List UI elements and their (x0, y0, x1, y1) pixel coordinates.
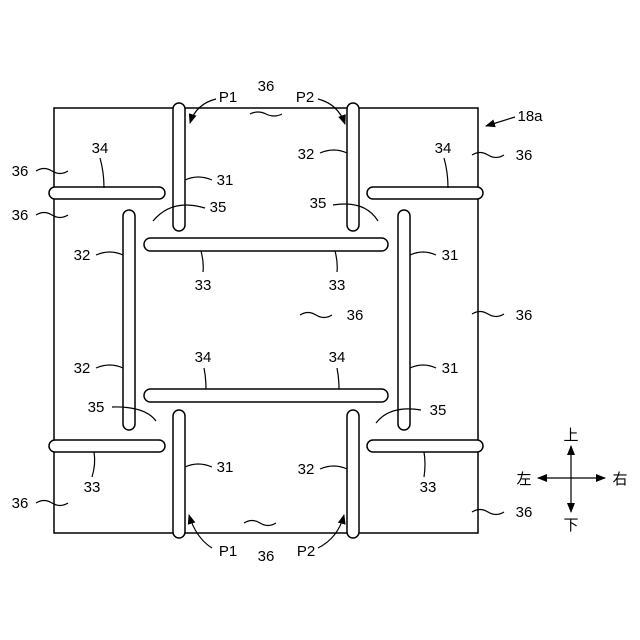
label-35-bottom-left: 35 (88, 399, 105, 416)
label-34-top-right: 34 (435, 140, 452, 157)
label-32-left-lower: 32 (74, 360, 91, 377)
label-36-left-bottom: 36 (12, 495, 29, 512)
label-35-bottom-right: 35 (430, 402, 447, 419)
label-32-top-right: 32 (298, 146, 315, 163)
label-31-right-lower: 31 (442, 360, 459, 377)
slot-left-vertical (123, 210, 135, 430)
label-35-top-left: 35 (210, 199, 227, 216)
compass-down-label: 下 (563, 516, 578, 534)
label-18a: 18a (517, 108, 543, 125)
label-33-mid-right: 33 (329, 277, 346, 294)
compass-left-label: 左 (516, 470, 531, 488)
label-p2-bottom: P2 (297, 543, 315, 560)
label-32-left-upper: 32 (74, 247, 91, 264)
label-36-right-upper: 36 (516, 147, 533, 164)
arrow-18a (486, 117, 515, 126)
label-33-bottom-right: 33 (420, 479, 437, 496)
label-36-left-middle: 36 (12, 207, 29, 224)
label-36-bottom: 36 (258, 548, 275, 565)
slot-left-top-horizontal (49, 187, 165, 199)
label-31-right-upper: 31 (442, 247, 459, 264)
slot-right-top-horizontal (367, 187, 483, 199)
slot-top-right-vertical (347, 103, 359, 231)
label-p2-top: P2 (296, 89, 314, 106)
label-p1-top: P1 (219, 89, 237, 106)
label-36-right-bottom: 36 (516, 504, 533, 521)
label-34-mid-left: 34 (195, 349, 212, 366)
label-36-top: 36 (258, 78, 275, 95)
label-31-bottom-left: 31 (217, 459, 234, 476)
label-34-mid-right: 34 (329, 349, 346, 366)
label-34-top-left: 34 (92, 140, 109, 157)
slot-right-bottom-horizontal (367, 440, 483, 452)
slot-center-bottom-horizontal (144, 389, 388, 402)
label-31-top-left: 31 (217, 172, 234, 189)
label-32-bottom-right: 32 (298, 461, 315, 478)
label-36-right-middle: 36 (516, 307, 533, 324)
slot-center-top-horizontal (144, 238, 388, 251)
compass-up-label: 上 (563, 426, 578, 444)
slot-left-bottom-horizontal (49, 440, 165, 452)
label-35-top-right: 35 (310, 195, 327, 212)
label-36-center: 36 (347, 307, 364, 324)
label-p1-bottom: P1 (219, 543, 237, 560)
direction-compass: 上 下 左 右 (516, 426, 627, 534)
slot-top-left-vertical (173, 103, 185, 231)
compass-right-label: 右 (612, 470, 627, 488)
label-33-bottom-left: 33 (84, 479, 101, 496)
slot-right-vertical (398, 210, 410, 430)
label-33-mid-left: 33 (195, 277, 212, 294)
slot-bottom-right-vertical (347, 410, 359, 538)
slot-bottom-left-vertical (173, 410, 185, 538)
outer-frame (54, 108, 478, 533)
label-36-left-upper: 36 (12, 163, 29, 180)
